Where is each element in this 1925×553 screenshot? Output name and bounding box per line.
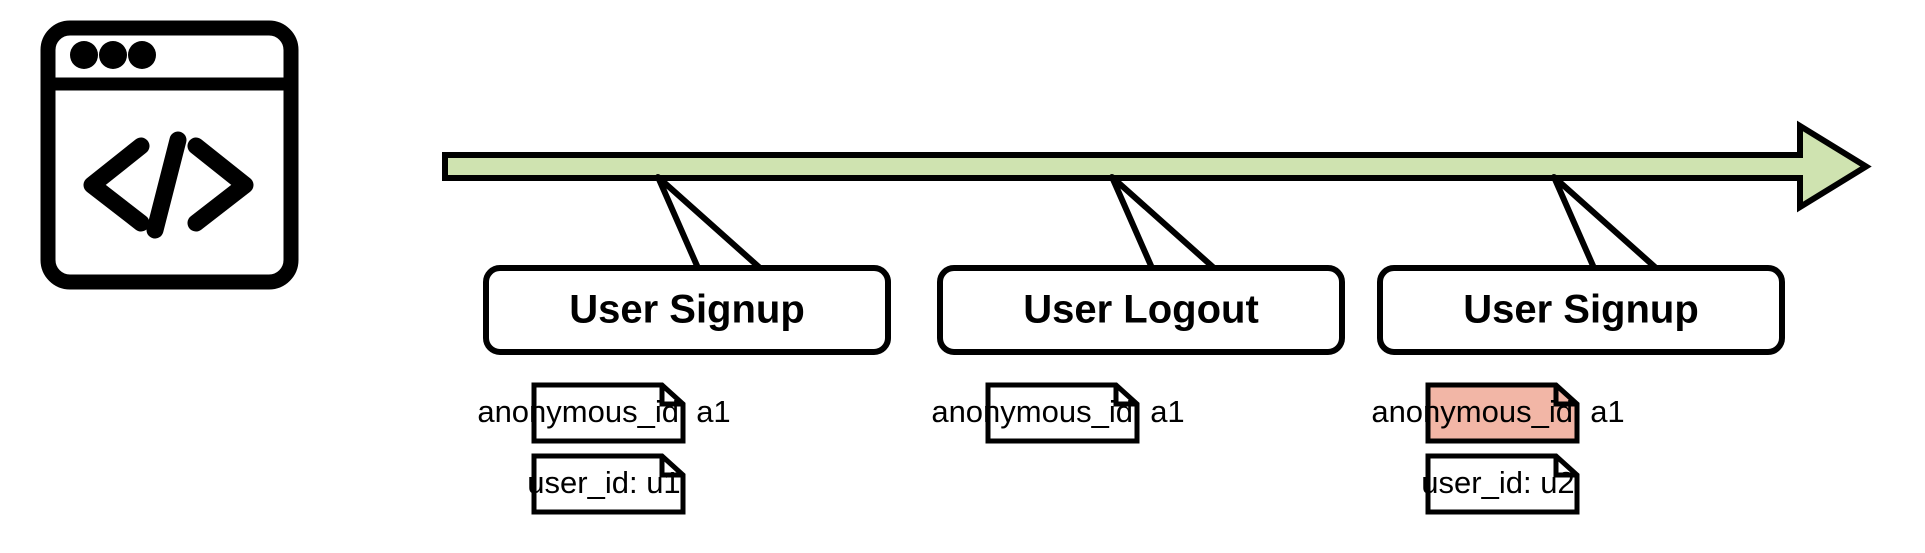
- property-note-1-2-label: user_id: u1: [527, 465, 680, 500]
- event-box-2[interactable]: [937, 265, 1345, 355]
- property-note-1-1-label: anonymous_id: a1: [477, 394, 730, 429]
- callout-tail-2: [1109, 174, 1217, 271]
- window-dot-2: [99, 41, 127, 69]
- angle-bracket-right-icon: [187, 137, 254, 232]
- angle-bracket-left-icon: [83, 137, 150, 232]
- property-note-1-1-shape[interactable]: [531, 382, 686, 444]
- window-dot-1: [70, 41, 98, 69]
- event-box-1[interactable]: [483, 265, 891, 355]
- event-group-1: User Signup anonymous_id: a1 user_id: u1: [477, 174, 891, 515]
- event-group-3: User Signup anonymous_id: a1 user_id: u2: [1371, 174, 1785, 515]
- timeline-arrow-shape: [442, 120, 1872, 213]
- property-note-2-1-label: anonymous_id: a1: [931, 394, 1184, 429]
- event-box-3[interactable]: [1377, 265, 1785, 355]
- property-note-2-1-shape[interactable]: [985, 382, 1140, 444]
- property-note-2-1-fold: [1113, 385, 1137, 407]
- property-note-1-1-fold: [659, 385, 683, 407]
- property-note-1-2-shape[interactable]: [531, 453, 686, 515]
- code-window-icon: [40, 20, 299, 290]
- property-note-3-1-label: anonymous_id: a1: [1371, 394, 1624, 429]
- property-note-3-1-fold: [1553, 385, 1577, 407]
- event-group-2: User Logout anonymous_id: a1: [931, 174, 1345, 444]
- property-note-3-2-fold: [1553, 456, 1577, 478]
- callout-tail-3: [1551, 174, 1659, 271]
- timeline-arrow: [442, 120, 1872, 213]
- event-label-2: User Logout: [1023, 288, 1259, 332]
- window-dot-3: [128, 41, 156, 69]
- event-label-3: User Signup: [1463, 288, 1699, 332]
- property-note-3-2-shape[interactable]: [1425, 453, 1580, 515]
- property-note-1-2-fold: [659, 456, 683, 478]
- slash-icon: [146, 131, 187, 239]
- property-note-3-1-shape[interactable]: [1425, 382, 1580, 444]
- callout-tail-1: [655, 174, 763, 271]
- property-note-3-2-label: user_id: u2: [1421, 465, 1574, 500]
- event-label-1: User Signup: [569, 288, 805, 332]
